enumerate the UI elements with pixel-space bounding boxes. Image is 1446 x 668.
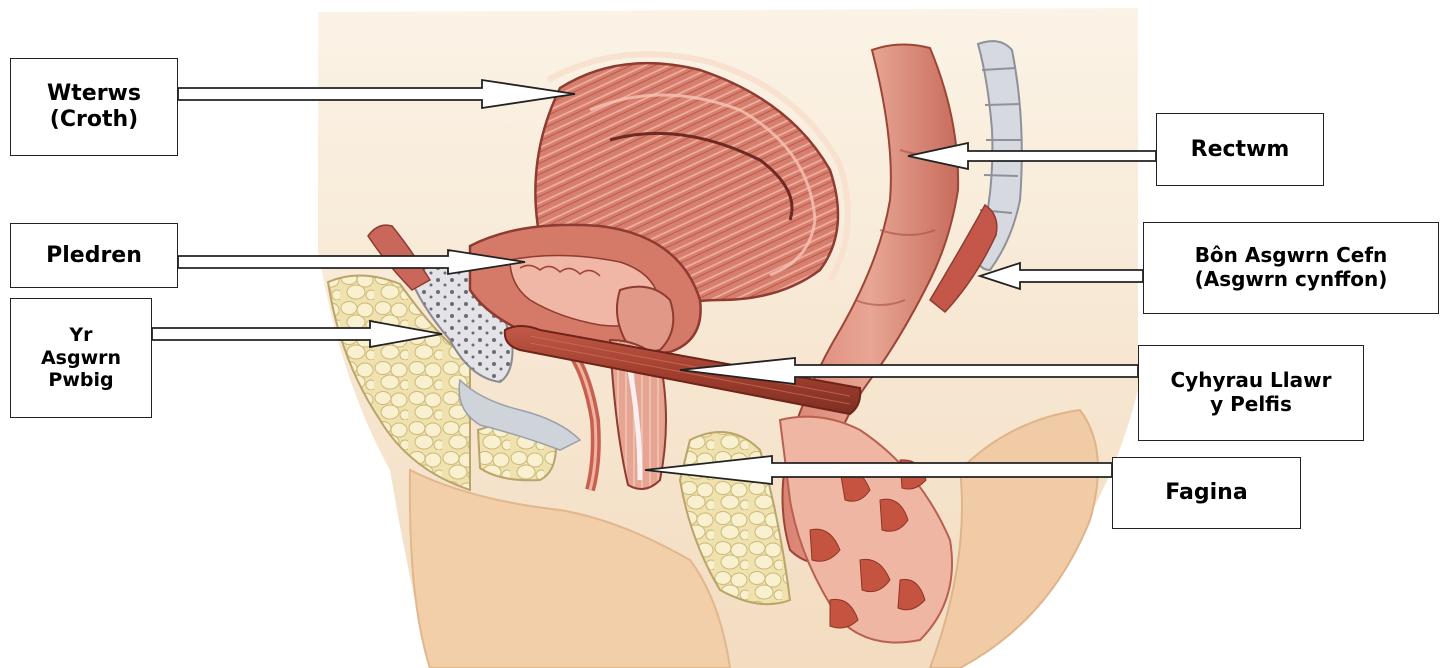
- label-uterus: Wterws (Croth): [10, 58, 178, 156]
- label-coccyx: Bôn Asgwrn Cefn (Asgwrn cynffon): [1143, 222, 1439, 314]
- label-bladder: Pledren: [10, 223, 178, 288]
- label-pubic-bone-line3: Pwbig: [41, 369, 121, 391]
- label-pubic-bone-line2: Asgwrn: [41, 347, 121, 369]
- label-uterus-line1: Wterws: [47, 81, 141, 107]
- label-uterus-line2: (Croth): [47, 107, 141, 133]
- label-bladder-line1: Pledren: [46, 243, 142, 269]
- label-rectum-line1: Rectwm: [1191, 137, 1290, 163]
- label-coccyx-line2: (Asgwrn cynffon): [1195, 268, 1388, 292]
- label-coccyx-line1: Bôn Asgwrn Cefn: [1195, 244, 1388, 268]
- label-rectum: Rectwm: [1156, 113, 1324, 186]
- label-pubic-bone: Yr Asgwrn Pwbig: [10, 298, 152, 418]
- label-vagina-line1: Fagina: [1165, 480, 1247, 506]
- label-pelvic-floor: Cyhyrau Llawr y Pelfis: [1138, 345, 1364, 441]
- label-pelvic-floor-line1: Cyhyrau Llawr: [1171, 369, 1332, 393]
- label-pelvic-floor-line2: y Pelfis: [1171, 393, 1332, 417]
- label-pubic-bone-line1: Yr: [41, 324, 121, 346]
- label-vagina: Fagina: [1112, 457, 1301, 529]
